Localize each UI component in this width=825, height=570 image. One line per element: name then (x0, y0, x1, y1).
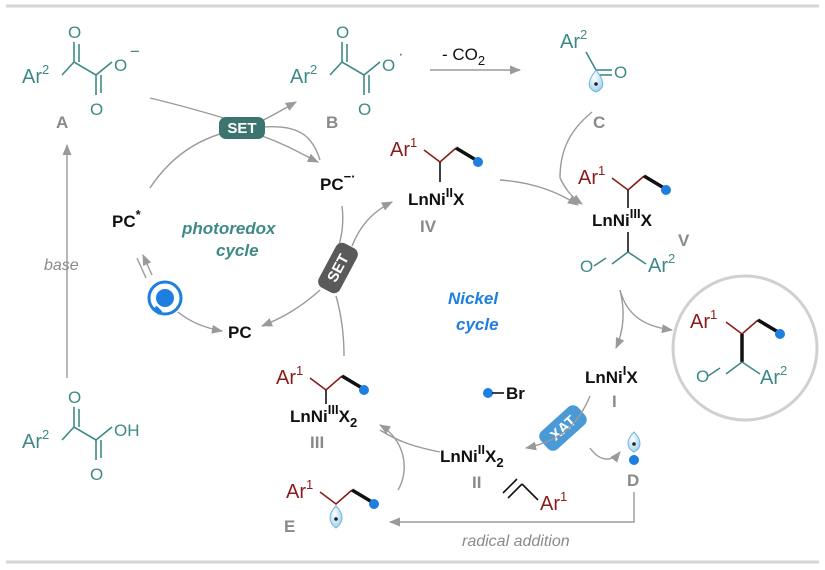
svg-text:Ar2: Ar2 (648, 251, 675, 277)
radical-droplet-C (588, 69, 604, 93)
arc-E-to-III (379, 424, 405, 491)
svg-text:O: O (90, 465, 103, 484)
molecule-C: Ar2 O C (560, 27, 627, 132)
light-arrow-2 (136, 257, 147, 279)
light-arrow-1 (142, 253, 153, 276)
nickel-V: Ar1 LnNiIIIX O Ar2 V (578, 163, 690, 277)
alkene-reagent: Ar1 (502, 478, 567, 515)
svg-text:Ar2: Ar2 (560, 27, 587, 53)
radical-D: D (627, 431, 641, 490)
arc-set2-to-IV (351, 201, 394, 247)
svg-text:O: O (114, 56, 127, 75)
svg-text:Ar1: Ar1 (540, 489, 567, 515)
svg-text:Ar1: Ar1 (578, 163, 605, 189)
arc-B-to-C (559, 111, 593, 179)
arc-IV-to-V (499, 179, 579, 206)
alkyl-bromide: Br (483, 384, 525, 403)
xat-badge: XAT (539, 405, 587, 451)
pc-ground: PC (228, 323, 252, 342)
photoredox-label-2: cycle (216, 241, 259, 260)
arc-xat-to-D (589, 447, 621, 463)
svg-text:LnNiIIIX: LnNiIIIX (592, 206, 653, 230)
svg-text:I: I (612, 392, 617, 411)
acid-molecule: Ar2 O O OH (22, 388, 140, 484)
nickel-label-2: cycle (456, 315, 499, 334)
molecule-A: Ar2 O O O − A (22, 23, 140, 132)
svg-text:E: E (284, 517, 295, 536)
arc-pcred-to-set2 (337, 205, 344, 249)
svg-text:OH: OH (114, 421, 140, 440)
base-label: base (44, 257, 79, 274)
svg-text:·: · (398, 44, 404, 63)
svg-text:Ar1: Ar1 (690, 307, 717, 333)
svg-text:Ar1: Ar1 (286, 477, 313, 503)
arc-set2-to-pc (260, 289, 321, 327)
svg-text:O: O (68, 23, 81, 42)
pc-to-bulb-arc (177, 311, 224, 334)
svg-text:Ar2: Ar2 (22, 62, 49, 88)
set-badge-1: SET (219, 117, 265, 139)
label-B: B (326, 113, 338, 132)
svg-text:Br: Br (506, 384, 525, 403)
set-badge-2: SET (318, 242, 358, 294)
pc-reduced: PC−· (320, 169, 356, 194)
arc-set-to-pc-reduced (261, 135, 320, 163)
arc-V-to-product (619, 289, 674, 334)
arc-I-to-II (524, 395, 591, 451)
svg-text:O: O (336, 23, 349, 42)
svg-text:LnNiIIX: LnNiIIX (408, 185, 465, 209)
svg-text:IV: IV (420, 217, 437, 236)
svg-text:−: − (130, 42, 140, 61)
molecule-B: Ar2 O O O · B (290, 23, 404, 132)
svg-text:D: D (627, 471, 639, 490)
arc-II-to-III (379, 429, 441, 453)
svg-text:III: III (310, 433, 324, 452)
photoredox-label-1: photoredox (181, 219, 277, 238)
radical-addition-arrow (388, 492, 635, 527)
svg-text:SET: SET (227, 120, 256, 137)
nickel-IV: Ar1 LnNiIIX IV (390, 135, 483, 236)
nickel-I: LnNiIX I (585, 363, 638, 411)
svg-text:Ar2: Ar2 (760, 363, 787, 389)
svg-text:LnNiIIX2: LnNiIIX2 (440, 442, 504, 470)
nickel-label-1: Nickel (448, 289, 499, 308)
svg-text:Ar2: Ar2 (22, 427, 49, 453)
svg-text:Ar2: Ar2 (290, 62, 317, 88)
radical-E: Ar1 E (284, 477, 379, 536)
svg-text:O: O (614, 63, 627, 82)
arc-C-to-V (559, 177, 583, 205)
svg-text:LnNiIX: LnNiIX (585, 363, 638, 387)
svg-text:V: V (678, 231, 690, 250)
svg-text:O: O (580, 257, 593, 276)
arc-III-to-setlower (335, 295, 345, 357)
svg-text:Ar1: Ar1 (276, 363, 303, 389)
nickel-II: LnNiIIX2 II (440, 442, 504, 492)
nickel-III: Ar1 LnNiIIIX2 III (276, 363, 369, 452)
label-A: A (56, 113, 68, 132)
decarboxylation-label: - CO2 (442, 45, 485, 68)
svg-text:O: O (696, 367, 709, 386)
svg-text:LnNiIIIX2: LnNiIIIX2 (290, 402, 357, 430)
light-bulb-icon (147, 280, 183, 316)
svg-text:II: II (472, 473, 481, 492)
radical-addition-label: radical addition (462, 533, 570, 550)
label-C: C (593, 113, 605, 132)
svg-text:O: O (358, 100, 371, 119)
product-circle: Ar1 O Ar2 (671, 274, 819, 422)
svg-text:O: O (90, 100, 103, 119)
pc-excited: PC* (112, 207, 142, 231)
svg-text:O: O (68, 388, 81, 407)
svg-text:O: O (382, 56, 395, 75)
arc-V-to-I (615, 289, 625, 350)
svg-text:Ar1: Ar1 (390, 135, 417, 161)
